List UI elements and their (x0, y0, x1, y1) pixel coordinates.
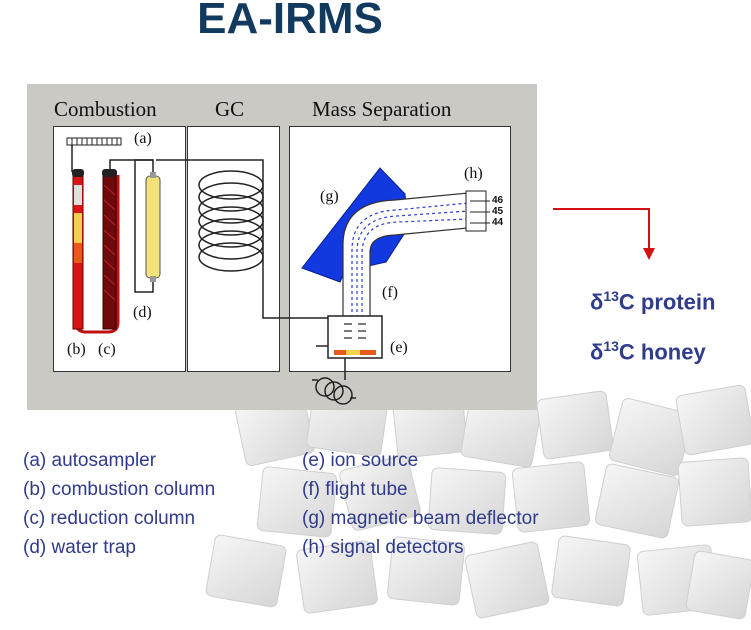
detector-mass-46: 46 (492, 195, 504, 206)
label-g: (g) (320, 188, 339, 205)
legend-item-a: (a) autosampler (23, 450, 157, 471)
autosampler-icon (66, 137, 122, 172)
result-honey-text: C honey (618, 339, 706, 365)
delta-symbol: δ (590, 289, 604, 315)
label-e: (e) (390, 339, 408, 356)
detector-mass-45: 45 (492, 206, 504, 217)
section-title-gc: GC (215, 97, 245, 121)
label-b: (b) (67, 341, 86, 358)
result-arrow-icon (553, 208, 655, 260)
result-delta-13c-protein: δ13C protein (590, 288, 715, 315)
label-f: (f) (382, 284, 398, 301)
label-a: (a) (134, 130, 152, 147)
legend-item-f: (f) flight tube (302, 479, 408, 500)
ion-source-icon (316, 315, 383, 359)
legend-item-g: (g) magnetic beam deflector (302, 508, 539, 529)
isotope-superscript: 13 (603, 288, 619, 304)
result-protein-text: C protein (618, 289, 716, 315)
label-h: (h) (464, 165, 483, 182)
gc-coil-icon (198, 170, 264, 272)
gc-box (187, 126, 280, 372)
result-delta-13c-honey: δ13C honey (590, 338, 706, 365)
vacuum-pump-icon (312, 358, 356, 405)
delta-symbol: δ (590, 339, 604, 365)
detector-mass-44: 44 (492, 217, 504, 228)
section-title-mass-separation: Mass Separation (312, 97, 452, 121)
label-d: (d) (133, 304, 152, 321)
flight-tube-icon (342, 192, 469, 319)
label-c: (c) (98, 341, 116, 358)
combustion-column-icon (72, 169, 120, 334)
legend-item-e: (e) ion source (302, 450, 419, 471)
section-title-combustion: Combustion (54, 97, 157, 121)
legend-item-d: (d) water trap (23, 537, 136, 558)
signal-detectors-icon (465, 190, 490, 232)
legend-item-c: (c) reduction column (23, 508, 196, 529)
legend-item-h: (h) signal detectors (302, 537, 464, 558)
isotope-superscript: 13 (603, 338, 619, 354)
page-title: EA-IRMS (197, 0, 383, 43)
water-trap-icon (134, 159, 161, 293)
legend-item-b: (b) combustion column (23, 479, 216, 500)
reduction-column-icon (102, 169, 117, 330)
